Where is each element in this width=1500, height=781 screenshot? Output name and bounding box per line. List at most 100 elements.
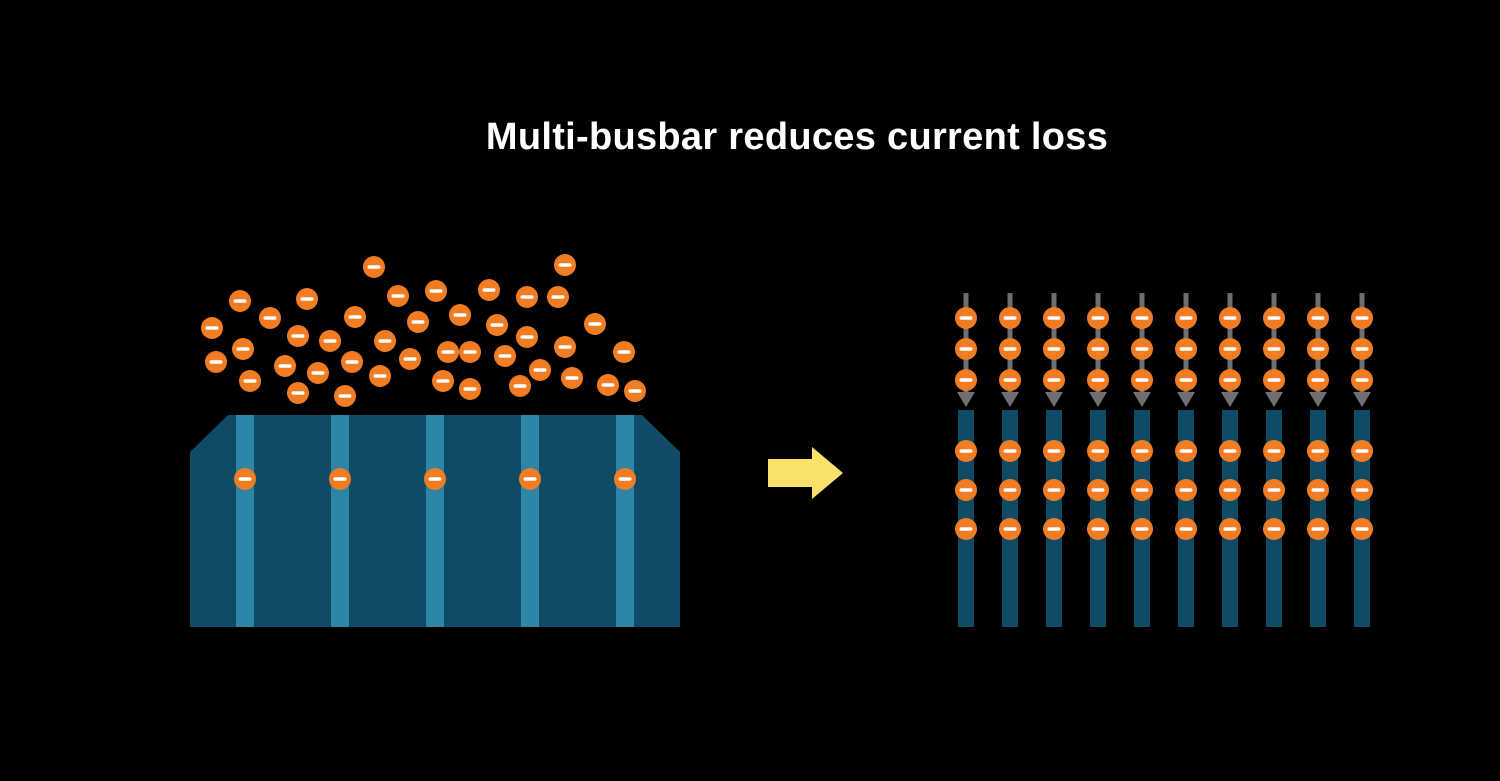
electron-minus-glyph <box>1003 378 1017 382</box>
electron-minus-glyph <box>1003 527 1017 531</box>
electron-minus-glyph <box>959 316 973 320</box>
electron-minus-glyph <box>463 387 477 391</box>
electron-minus-glyph <box>1047 316 1061 320</box>
electron-minus-glyph <box>1047 488 1061 492</box>
electron-minus-glyph <box>345 360 359 364</box>
flow-arrow-head <box>1221 392 1239 407</box>
electron-minus-glyph <box>601 383 615 387</box>
electron-minus-glyph <box>1355 527 1369 531</box>
electron-minus-glyph <box>1311 449 1325 453</box>
busbar-ribbon <box>616 415 634 627</box>
electron-minus-glyph <box>1223 347 1237 351</box>
busbar-ribbon <box>331 415 349 627</box>
electron-minus-glyph <box>300 297 314 301</box>
electron-minus-glyph <box>1223 527 1237 531</box>
electron-minus-glyph <box>1135 316 1149 320</box>
electron-minus-glyph <box>1091 316 1105 320</box>
electron-minus-glyph <box>1311 347 1325 351</box>
electron-minus-glyph <box>278 364 292 368</box>
electron-minus-glyph <box>558 345 572 349</box>
electron-minus-glyph <box>205 326 219 330</box>
electron-minus-glyph <box>441 350 455 354</box>
flow-arrow-head <box>957 392 975 407</box>
electron-minus-glyph <box>1311 316 1325 320</box>
electron-minus-glyph <box>1003 316 1017 320</box>
electron-minus-glyph <box>1091 527 1105 531</box>
electron-minus-glyph <box>1003 347 1017 351</box>
electron-minus-glyph <box>243 379 257 383</box>
electron-minus-glyph <box>1267 378 1281 382</box>
electron-minus-glyph <box>263 316 277 320</box>
electron-minus-glyph <box>1003 449 1017 453</box>
electron-minus-glyph <box>1091 378 1105 382</box>
electron-minus-glyph <box>233 299 247 303</box>
electron-minus-glyph <box>1135 449 1149 453</box>
electron-minus-glyph <box>1135 488 1149 492</box>
electron-minus-glyph <box>367 265 381 269</box>
electron-minus-glyph <box>311 371 325 375</box>
electron-minus-glyph <box>558 263 572 267</box>
electron-minus-glyph <box>1267 449 1281 453</box>
electron-minus-glyph <box>1267 347 1281 351</box>
electron-minus-glyph <box>490 323 504 327</box>
electron-minus-glyph <box>411 320 425 324</box>
electron-minus-glyph <box>520 295 534 299</box>
electron-minus-glyph <box>617 350 631 354</box>
electron-minus-glyph <box>959 347 973 351</box>
electron-minus-glyph <box>236 347 250 351</box>
electron-minus-glyph <box>1047 527 1061 531</box>
electron-minus-glyph <box>520 335 534 339</box>
electron-minus-glyph <box>1355 316 1369 320</box>
flow-arrow-head <box>1133 392 1151 407</box>
electron-minus-glyph <box>513 384 527 388</box>
electron-minus-glyph <box>1047 347 1061 351</box>
electron-minus-glyph <box>1135 527 1149 531</box>
electron-minus-glyph <box>1267 527 1281 531</box>
flow-arrow-head <box>1001 392 1019 407</box>
electron-minus-glyph <box>291 334 305 338</box>
electron-minus-glyph <box>453 313 467 317</box>
electron-minus-glyph <box>498 354 512 358</box>
electron-minus-glyph <box>523 477 537 481</box>
electron-minus-glyph <box>959 527 973 531</box>
electron-minus-glyph <box>628 389 642 393</box>
electron-minus-glyph <box>436 379 450 383</box>
electron-minus-glyph <box>1311 527 1325 531</box>
electron-minus-glyph <box>959 488 973 492</box>
electron-minus-glyph <box>482 288 496 292</box>
electron-minus-glyph <box>959 449 973 453</box>
electron-minus-glyph <box>348 315 362 319</box>
electron-minus-glyph <box>551 295 565 299</box>
electron-minus-glyph <box>391 294 405 298</box>
electron-minus-glyph <box>1223 449 1237 453</box>
electron-minus-glyph <box>378 339 392 343</box>
electron-minus-glyph <box>1355 378 1369 382</box>
transition-arrow-icon <box>768 447 843 499</box>
electron-minus-glyph <box>1223 316 1237 320</box>
electron-minus-glyph <box>959 378 973 382</box>
flow-arrow-head <box>1177 392 1195 407</box>
electron-minus-glyph <box>1223 378 1237 382</box>
electron-minus-glyph <box>1311 378 1325 382</box>
electron-minus-glyph <box>1091 449 1105 453</box>
electron-minus-glyph <box>1179 527 1193 531</box>
busbar-ribbon <box>426 415 444 627</box>
flow-arrow-head <box>1265 392 1283 407</box>
diagram-title: Multi-busbar reduces current loss <box>485 116 1109 158</box>
electron-minus-glyph <box>1135 347 1149 351</box>
electron-minus-glyph <box>618 477 632 481</box>
electron-minus-glyph <box>1355 488 1369 492</box>
electron-minus-glyph <box>1267 488 1281 492</box>
electron-minus-glyph <box>1355 347 1369 351</box>
electron-minus-glyph <box>1179 378 1193 382</box>
electron-minus-glyph <box>428 477 442 481</box>
electron-minus-glyph <box>1047 378 1061 382</box>
electron-minus-glyph <box>1355 449 1369 453</box>
electron-minus-glyph <box>1179 347 1193 351</box>
electron-minus-glyph <box>323 339 337 343</box>
electron-minus-glyph <box>338 394 352 398</box>
electron-minus-glyph <box>291 391 305 395</box>
electron-minus-glyph <box>373 374 387 378</box>
electron-minus-glyph <box>1223 488 1237 492</box>
